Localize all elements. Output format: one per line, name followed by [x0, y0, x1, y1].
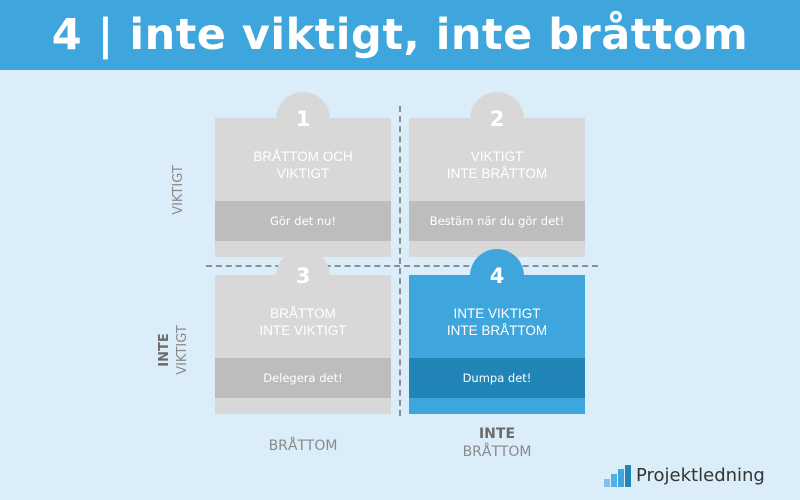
quadrant-1-action: Gör det nu! — [215, 201, 391, 241]
axis-label-inte-brattom: INTE BRÅTTOM — [409, 425, 585, 461]
quadrant-2: 2 VIKTIGT INTE BRÅTTOM Bestäm när du gör… — [409, 92, 585, 257]
quadrant-2-label-line-2: INTE BRÅTTOM — [446, 166, 548, 181]
quadrant-2-label-line-1: VIKTIGT — [470, 149, 524, 164]
quadrant-4-label-line-2: INTE BRÅTTOM — [446, 323, 548, 338]
vertical-divider — [399, 106, 401, 416]
quadrant-3-label: BRÅTTOM INTE VIKTIGT — [215, 305, 391, 339]
horizontal-divider — [206, 265, 598, 267]
quadrant-4-number: 4 — [470, 249, 524, 303]
bar-chart-icon — [604, 465, 631, 487]
quadrant-4-label-line-1: INTE VIKTIGT — [453, 306, 541, 321]
axis-label-brattom: BRÅTTOM — [268, 438, 338, 454]
quadrant-2-action: Bestäm när du gör det! — [409, 201, 585, 241]
quadrant-3-number: 3 — [276, 249, 330, 303]
quadrant-4: 4 INTE VIKTIGT INTE BRÅTTOM Dumpa det! — [409, 249, 585, 414]
axis-label-viktigt: VIKTIGT — [171, 165, 186, 215]
axis-label-inte-viktigt-light: VIKTIGT — [175, 325, 190, 375]
header-bar: 4 | inte viktigt, inte bråttom — [0, 0, 800, 70]
page-title: 4 | inte viktigt, inte bråttom — [51, 10, 749, 60]
quadrant-1-label-line-2: VIKTIGT — [276, 166, 330, 181]
quadrant-1: 1 BRÅTTOM OCH VIKTIGT Gör det nu! — [215, 92, 391, 257]
quadrant-2-number: 2 — [470, 92, 524, 146]
quadrant-3-action: Delegera det! — [215, 358, 391, 398]
axis-label-inte-brattom-strong: INTE — [478, 426, 516, 442]
quadrant-3: 3 BRÅTTOM INTE VIKTIGT Delegera det! — [215, 249, 391, 414]
quadrant-1-label: BRÅTTOM OCH VIKTIGT — [215, 148, 391, 182]
quadrant-1-number: 1 — [276, 92, 330, 146]
quadrant-1-label-line-1: BRÅTTOM OCH — [253, 149, 353, 164]
logo-text: Projektledning — [636, 465, 765, 486]
quadrant-3-label-line-2: INTE VIKTIGT — [259, 323, 347, 338]
logo: Projektledning — [604, 463, 794, 489]
quadrant-4-action: Dumpa det! — [409, 358, 585, 398]
axis-label-inte-viktigt: INTE VIKTIGT — [156, 300, 196, 400]
axis-label-inte-viktigt-strong: INTE — [157, 333, 172, 367]
quadrant-2-label: VIKTIGT INTE BRÅTTOM — [409, 148, 585, 182]
quadrant-3-label-line-1: BRÅTTOM — [270, 306, 336, 321]
quadrant-4-label: INTE VIKTIGT INTE BRÅTTOM — [409, 305, 585, 339]
axis-label-inte-brattom-light: BRÅTTOM — [462, 444, 532, 460]
